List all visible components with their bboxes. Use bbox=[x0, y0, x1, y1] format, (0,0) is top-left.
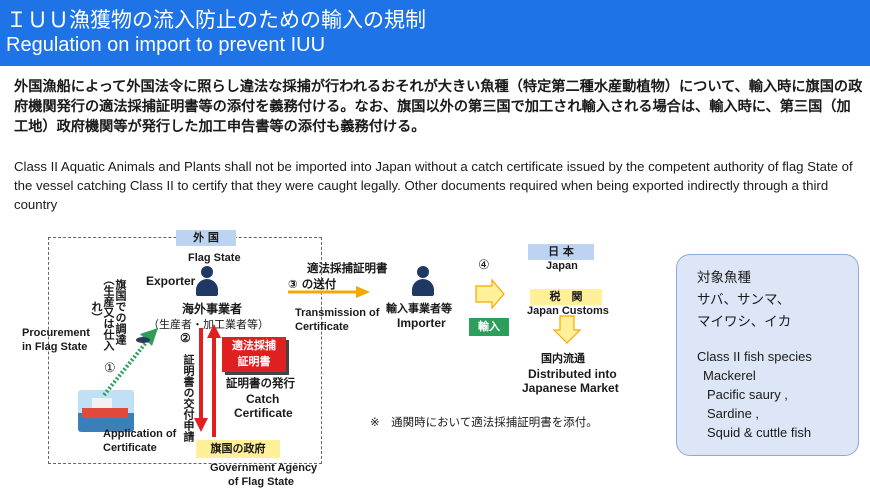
page-title-ja: ＩＵＵ漁獲物の流入防止のための輸入の規制 bbox=[6, 8, 426, 32]
japan-label: Japan bbox=[546, 260, 578, 272]
step-2-ja: 証明書の交付申請 bbox=[176, 348, 195, 448]
procurement-en-1: Procurement bbox=[22, 327, 90, 339]
fish-en-block: Class II fish species Mackerel Pacific s… bbox=[697, 347, 812, 442]
intro-text-en: Class II Aquatic Animals and Plants shal… bbox=[14, 159, 853, 212]
procurement-ja-text: 旗国での調達 （生産又は仕入れ） bbox=[90, 273, 127, 351]
catch-cert-en-2: Certificate bbox=[234, 406, 293, 420]
transmission-1: Transmission of bbox=[295, 307, 380, 319]
exporter-label-en: Exporter bbox=[146, 274, 196, 288]
transmission-2: Certificate bbox=[295, 321, 349, 333]
step-4-marker: ④ bbox=[478, 257, 490, 272]
exporter-label-ja: 海外事業者 bbox=[182, 302, 243, 316]
step-1-marker: ① bbox=[104, 360, 116, 375]
fish-title-ja: 対象魚種 bbox=[697, 270, 751, 286]
target-fish-panel: 対象魚種 サバ、サンマ、 マイワシ、イカ Class II fish speci… bbox=[676, 254, 859, 456]
step-3-ja-2: ③ の送付 bbox=[288, 277, 337, 291]
import-tag: 輸入 bbox=[469, 318, 509, 336]
customs-tag: 税 関 bbox=[530, 289, 602, 305]
government-en-2: of Flag State bbox=[228, 476, 295, 488]
exporter-person-icon bbox=[196, 266, 218, 296]
transmission-arrowhead bbox=[356, 286, 370, 298]
application-label-2: Certificate bbox=[103, 442, 157, 454]
distribution-block-arrow bbox=[552, 315, 582, 344]
catch-cert-en-1: Catch bbox=[246, 392, 280, 406]
government-en-1: Government Agency bbox=[210, 462, 318, 474]
step-2-marker: ② bbox=[180, 331, 191, 345]
fishing-ship-image bbox=[78, 390, 134, 432]
fish-species-en-3: Squid & cuttle fish bbox=[707, 425, 812, 440]
procurement-ja: 旗国での調達 （生産又は仕入れ） bbox=[82, 268, 127, 356]
fish-title-en: Class II fish species bbox=[697, 349, 812, 364]
japan-tag: 日 本 bbox=[528, 244, 594, 260]
procurement-en-2: in Flag State bbox=[22, 341, 88, 353]
fish-species-ja-1: サバ、サンマ、 bbox=[697, 292, 791, 308]
step-3-ja-1: 適法採捕証明書 bbox=[307, 261, 388, 275]
customs-note: ※ 通関時において適法採捕証明書を添付。 bbox=[370, 415, 598, 429]
application-label-1: Application of bbox=[103, 428, 177, 440]
fish-species-en-0: Mackerel bbox=[703, 368, 756, 383]
header-banner: ＩＵＵ漁獲物の流入防止のための輸入の規制 Regulation on impor… bbox=[0, 0, 870, 66]
catch-certificate-badge: 適法採捕 証明書 bbox=[222, 337, 286, 372]
government-tag: 旗国の政府 bbox=[196, 440, 280, 458]
badge-line-2: 証明書 bbox=[237, 355, 271, 368]
importer-ja: 輸入事業者等 bbox=[386, 302, 452, 315]
distributed-ja: 国内流通 bbox=[541, 352, 585, 365]
importer-person-icon bbox=[412, 266, 434, 296]
importer-en: Importer bbox=[397, 316, 446, 330]
customs-label: Japan Customs bbox=[527, 305, 609, 317]
fish-ja-block: 対象魚種 サバ、サンマ、 マイワシ、イカ bbox=[697, 267, 791, 333]
intro-text-ja: 外国漁船によって外国法令に照らし違法な採捕が行われるおそれが大きい魚種（特定第二… bbox=[14, 79, 863, 135]
step-2-ja-text: 証明書の交付申請 bbox=[182, 354, 195, 442]
fish-species-en-2: Sardine , bbox=[707, 406, 760, 421]
foreign-tag: 外 国 bbox=[176, 230, 236, 246]
distributed-en-1: Distributed into bbox=[528, 367, 617, 381]
distributed-en-2: Japanese Market bbox=[522, 381, 619, 395]
issuance-label-ja: 証明書の発行 bbox=[226, 376, 295, 390]
page-title-en: Regulation on import to prevent IUU bbox=[6, 34, 326, 56]
exporter-sub: （生産者・加工業者等） bbox=[148, 318, 269, 331]
fish-species-ja-2: マイワシ、イカ bbox=[697, 314, 792, 330]
flag-state-label: Flag State bbox=[188, 252, 241, 264]
badge-line-1: 適法採捕 bbox=[232, 339, 276, 352]
import-block-arrow bbox=[475, 278, 505, 310]
fish-species-en-1: Pacific saury , bbox=[707, 387, 788, 402]
